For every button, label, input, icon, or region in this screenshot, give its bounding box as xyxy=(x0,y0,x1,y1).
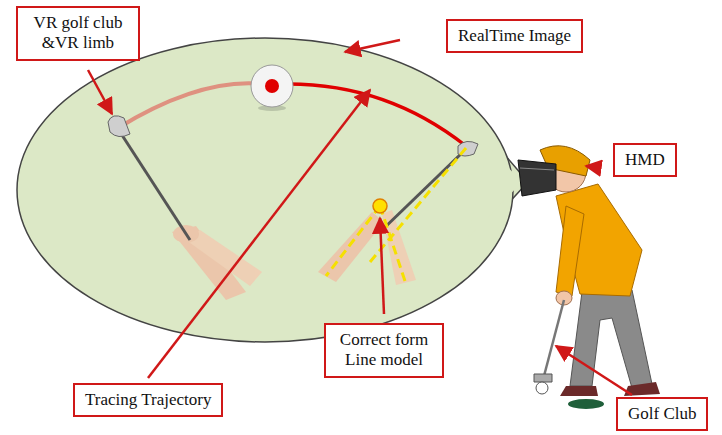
bubble-tail-fill xyxy=(468,146,522,238)
golf-ball xyxy=(251,65,293,107)
joint-dot xyxy=(373,199,387,213)
label-text: HMD xyxy=(625,150,665,170)
label-text: RealTime Image xyxy=(458,26,571,46)
label-box: VR golf club &VR limb xyxy=(16,6,140,61)
label-box: Correct form Line model xyxy=(324,323,444,378)
vr-golf-club xyxy=(120,132,190,240)
realtime-image-bubble xyxy=(17,38,513,342)
label-box: HMD xyxy=(613,143,677,177)
golfer xyxy=(518,146,660,409)
label-text: VR golf club &VR limb xyxy=(28,13,128,54)
vr-trajectory xyxy=(118,83,262,128)
label-text: Tracing Trajectory xyxy=(85,390,211,410)
leader-arrow xyxy=(88,40,632,395)
label-text: Correct form Line model xyxy=(336,330,432,371)
correct-form-line-model xyxy=(326,148,466,284)
vr-club-head xyxy=(108,116,130,137)
ball-marker xyxy=(265,79,279,93)
label-text: Golf Club xyxy=(628,404,696,424)
traced-trajectory xyxy=(282,84,466,146)
label-box: Golf Club xyxy=(616,397,708,431)
label-box: RealTime Image xyxy=(446,19,583,53)
label-box: Tracing Trajectory xyxy=(73,383,223,417)
